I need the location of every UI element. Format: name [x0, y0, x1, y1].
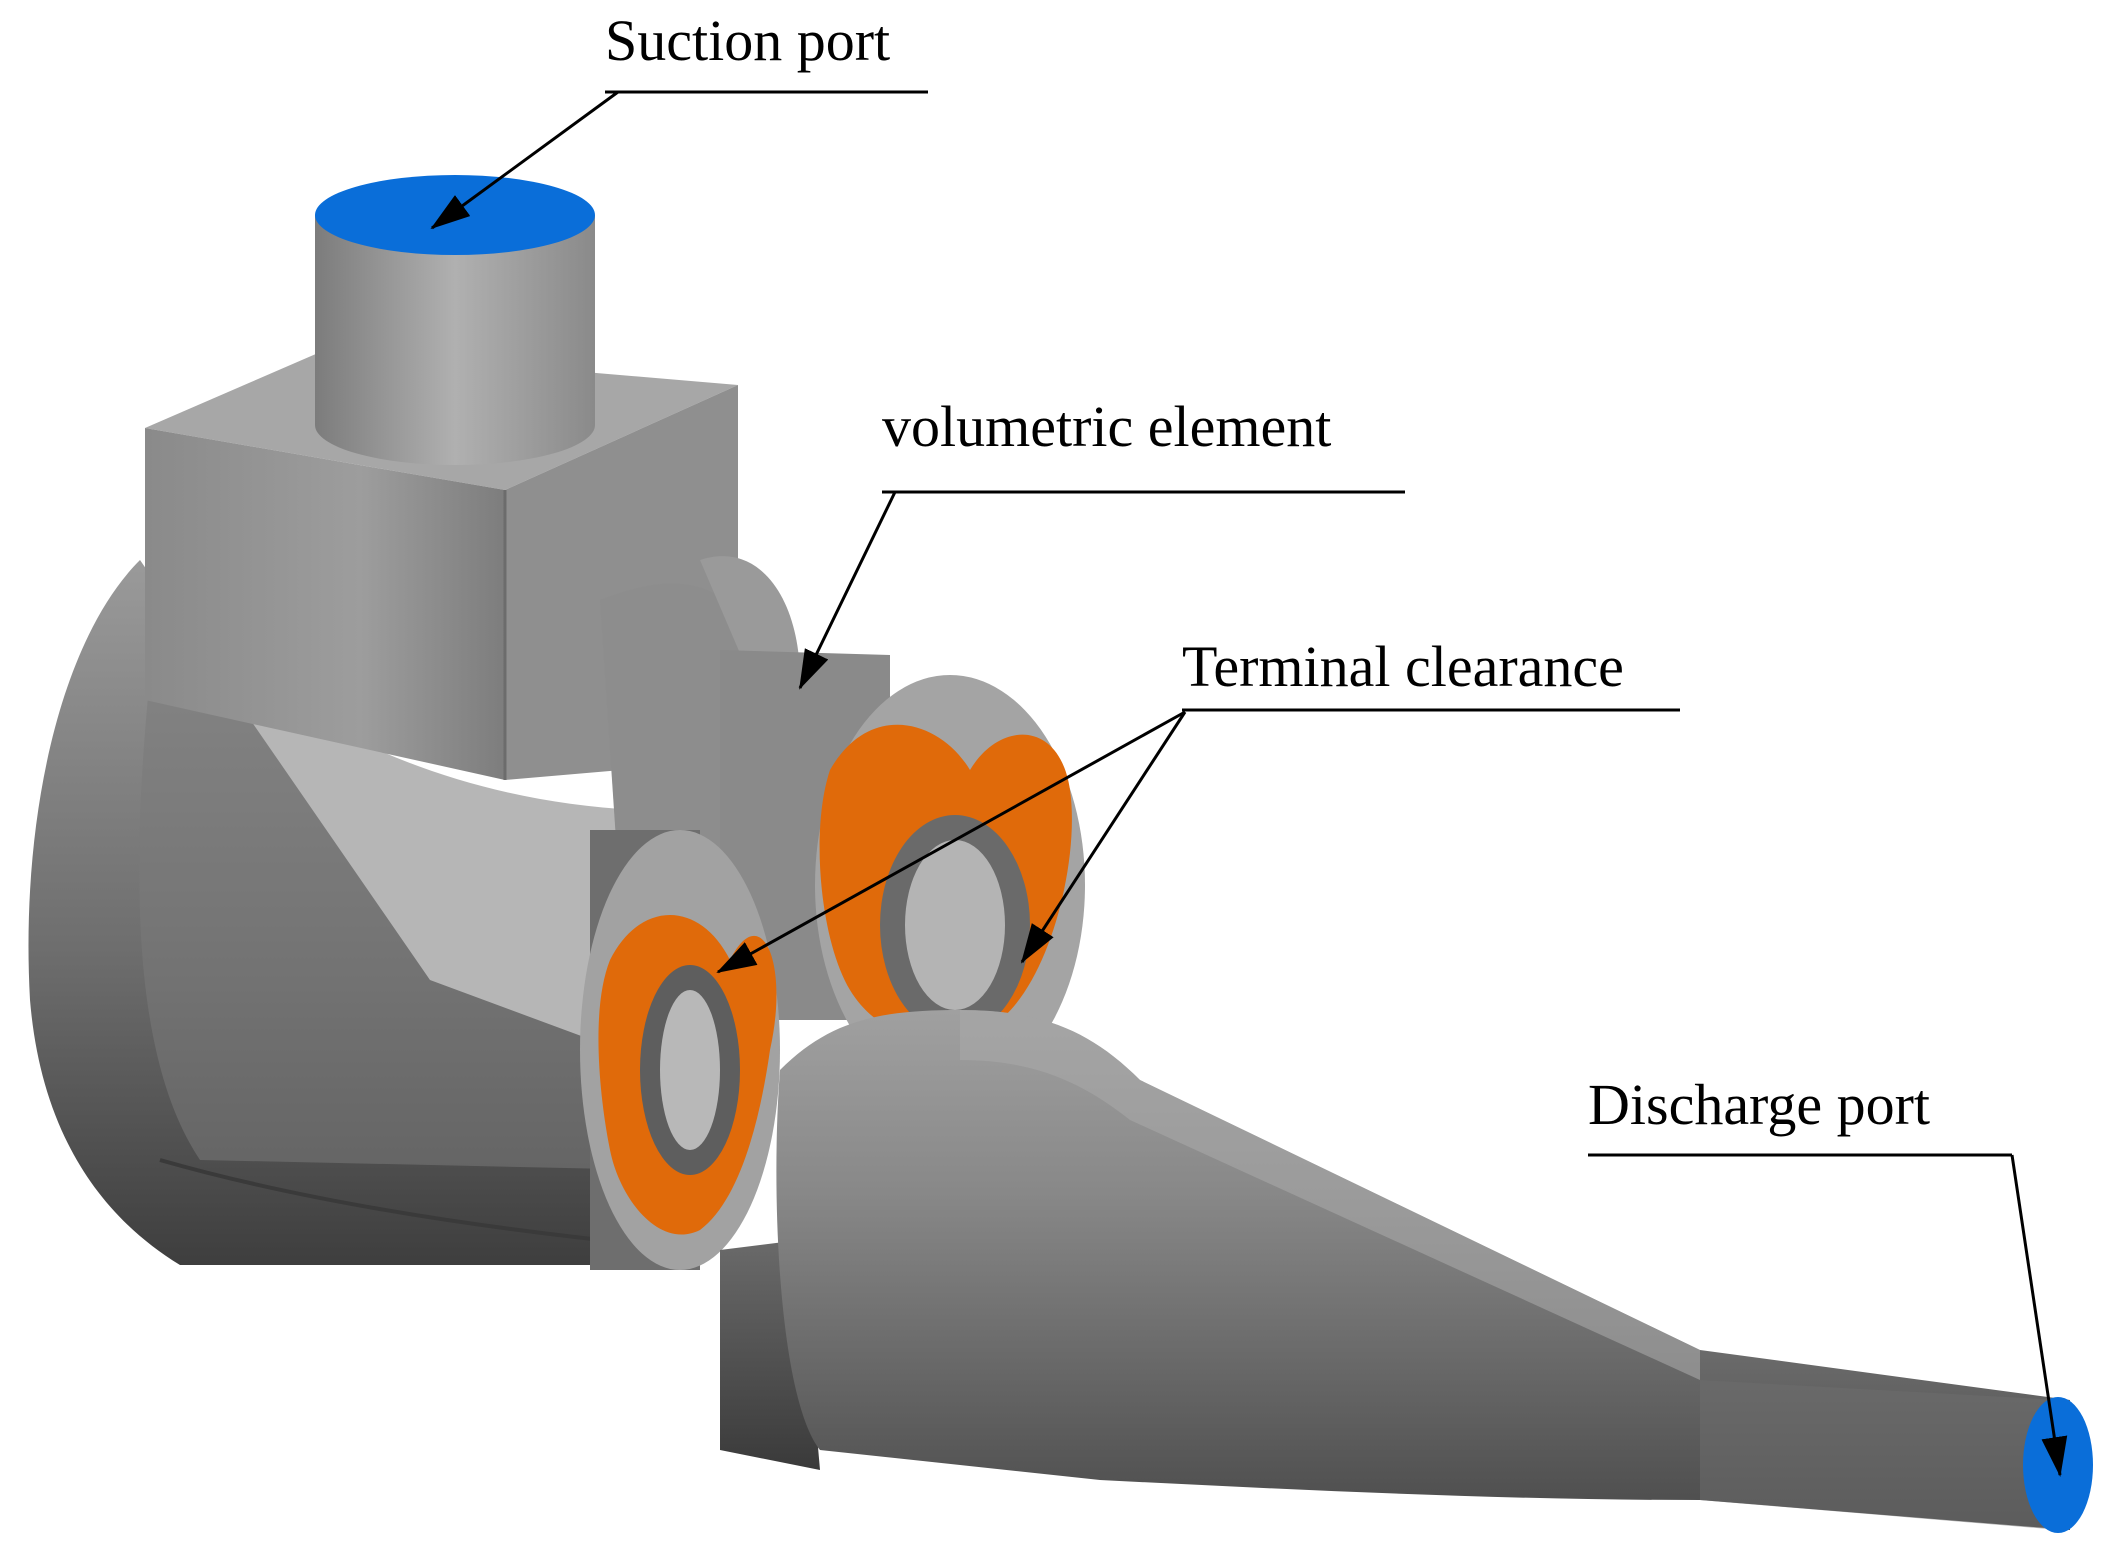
- suction-cylinder: [315, 175, 595, 465]
- volumetric-element-label: volumetric element: [882, 394, 1331, 459]
- casing-drum: [28, 560, 701, 1265]
- discharge-port-arrow: [2010, 1154, 2068, 1477]
- label-suction-port: Suction port: [430, 8, 928, 230]
- discharge-nozzle: [720, 1010, 2093, 1533]
- terminal-clearance-arrow-front: [716, 710, 1186, 974]
- label-volumetric-element: volumetric element: [798, 394, 1405, 690]
- terminal-clearance-label: Terminal clearance: [1182, 634, 1624, 699]
- suction-port-arrow: [430, 90, 619, 230]
- suction-port-face: [315, 175, 595, 255]
- label-terminal-clearance: Terminal clearance: [716, 634, 1680, 974]
- discharge-port-label: Discharge port: [1588, 1072, 1930, 1137]
- volumetric-element-front-disk: [580, 830, 780, 1270]
- suction-port-label: Suction port: [605, 8, 890, 73]
- label-discharge-port: Discharge port: [1588, 1072, 2068, 1477]
- terminal-clearance-arrow-rear: [1020, 711, 1187, 964]
- volumetric-element-arrow: [798, 491, 897, 690]
